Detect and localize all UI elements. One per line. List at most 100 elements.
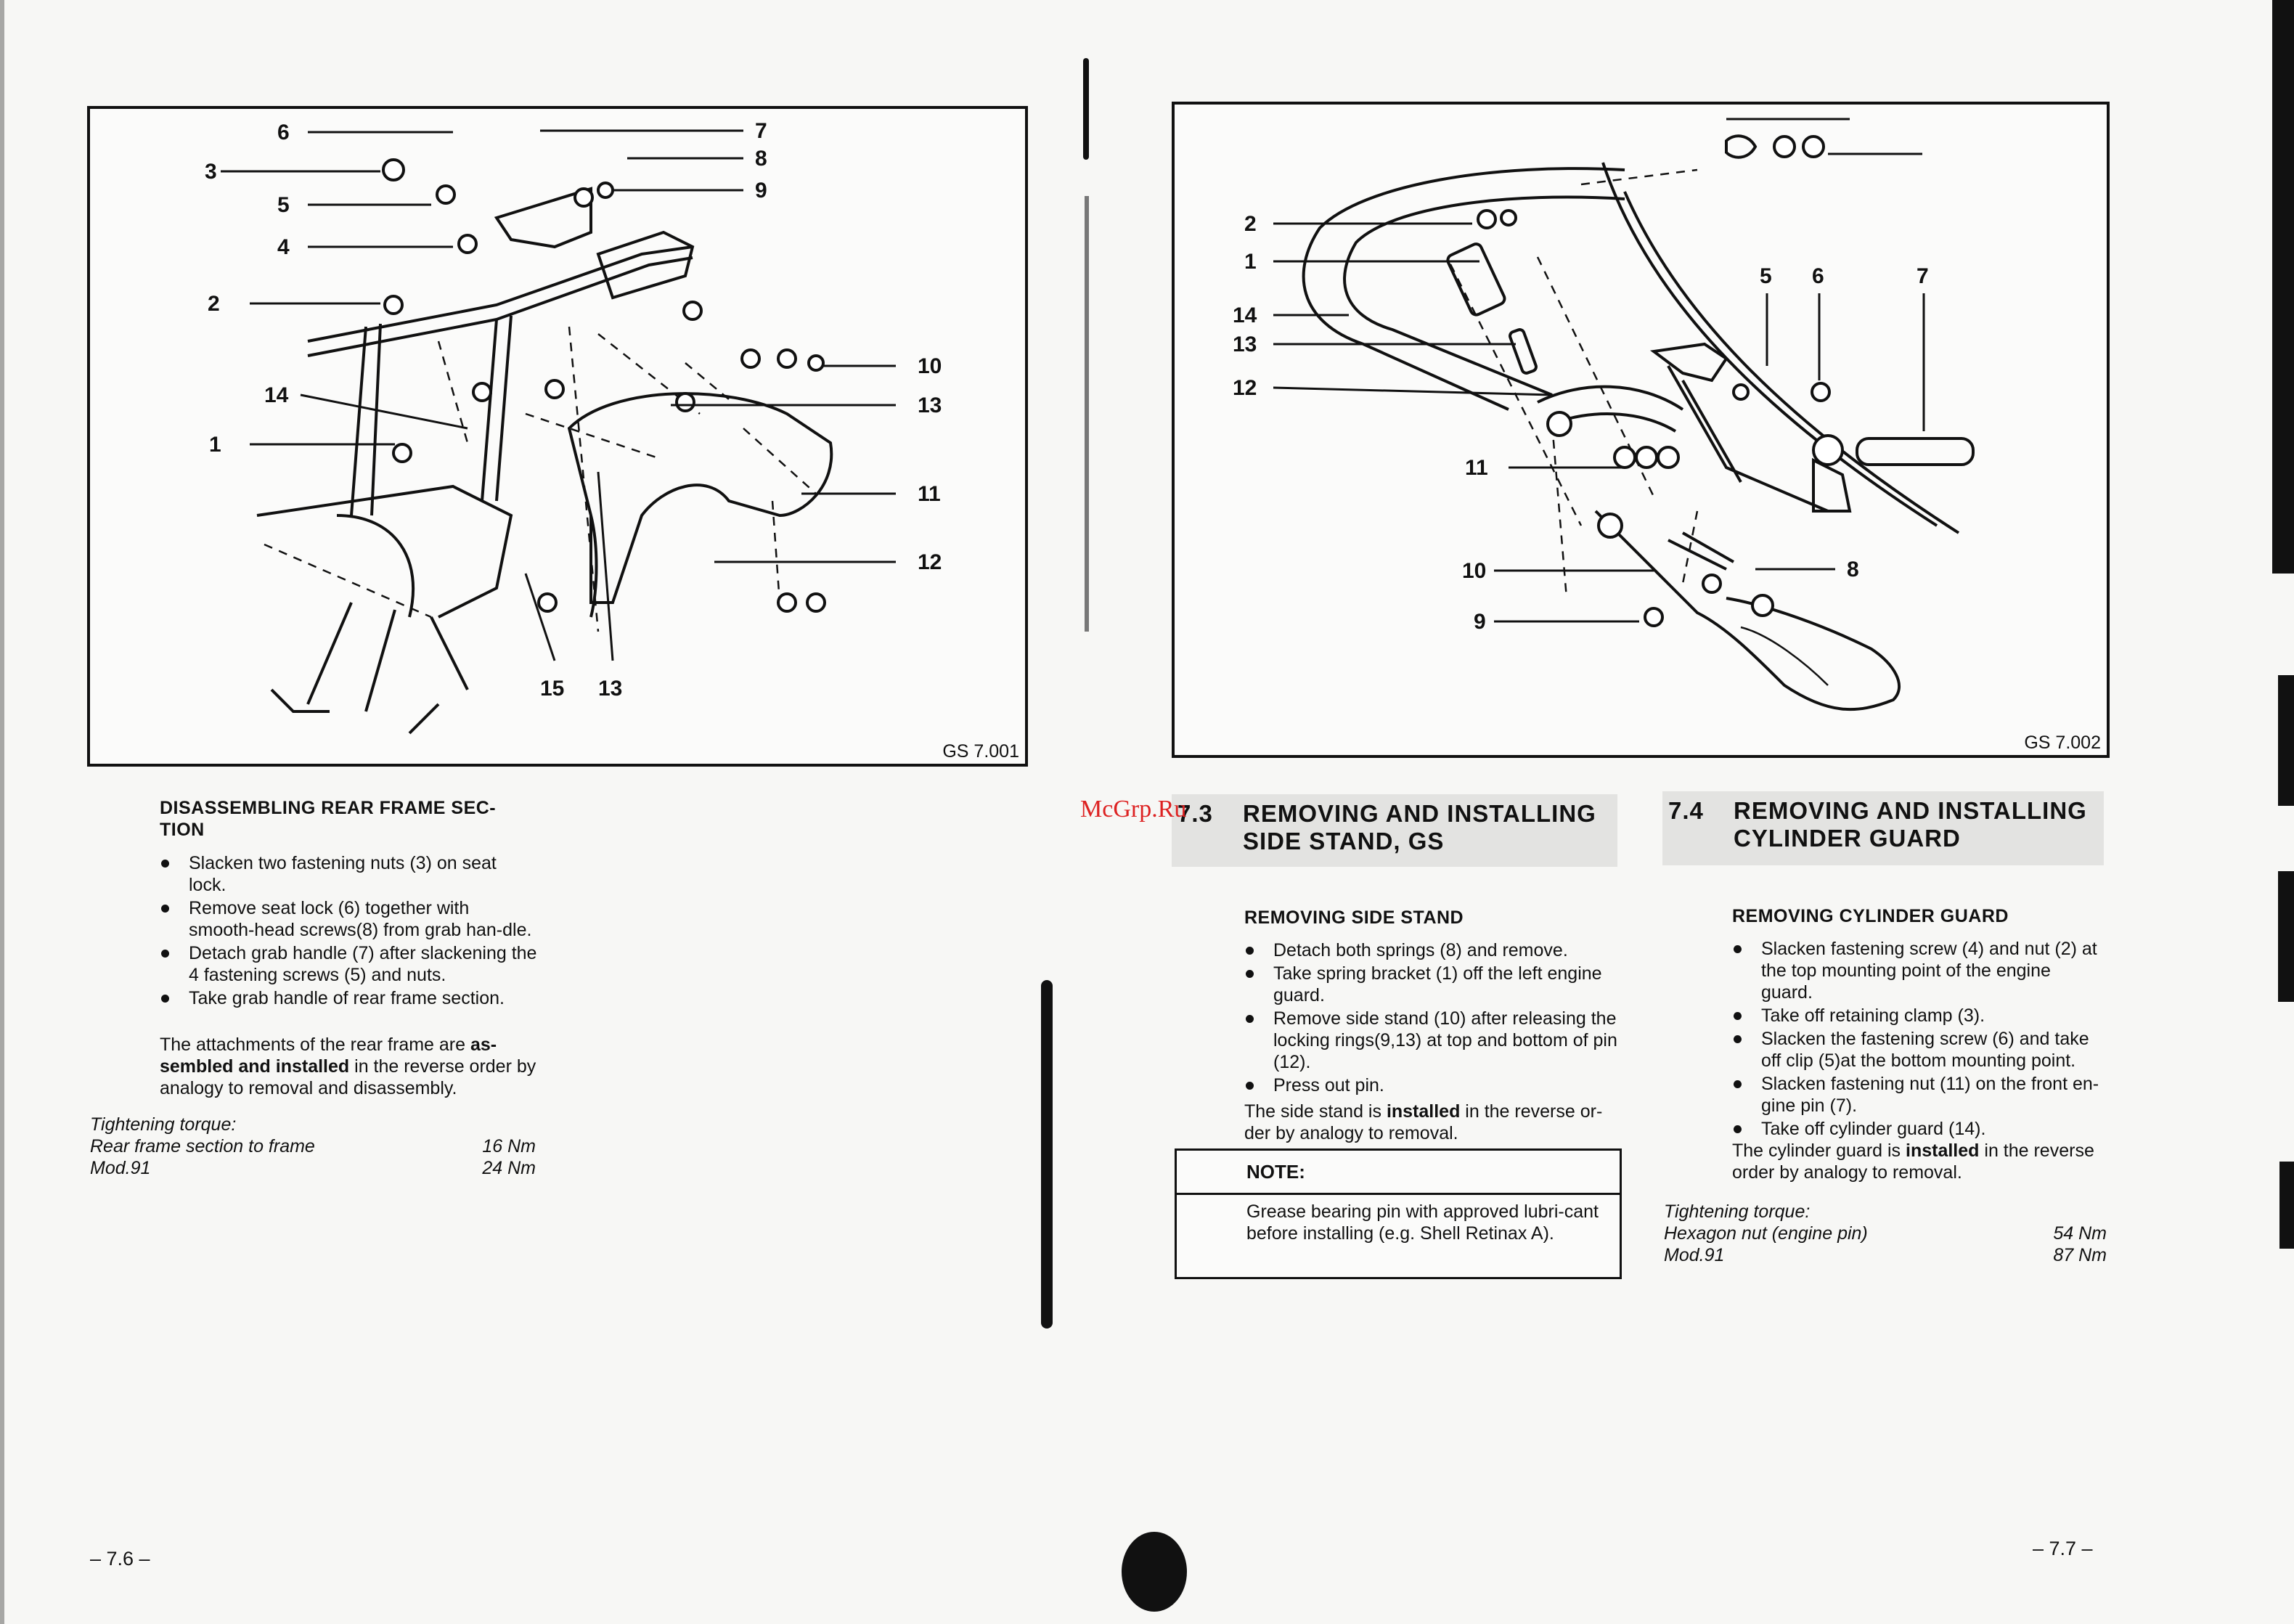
callout-12: 12	[918, 550, 942, 574]
rear-frame-assembly-paragraph: The attachments of the rear frame are as…	[160, 1035, 536, 1098]
cylinder-guard-torque-table: Tightening torque: Hexagon nut (engine p…	[1664, 1201, 2107, 1266]
callout-14: 14	[264, 383, 289, 407]
bullet-dot	[1734, 1080, 1742, 1088]
list-item: Slacken the fastening screw (6) and take…	[1732, 1028, 2107, 1072]
cylinder-guard-install-paragraph: The cylinder guard is installed in the r…	[1732, 1141, 2094, 1183]
cylinder-guard-subheading: REMOVING CYLINDER GUARD	[1732, 906, 2009, 926]
note-text: Grease bearing pin with approved lubri-c…	[1246, 1201, 1599, 1244]
figure-id: GS 7.001	[938, 741, 1024, 762]
side-stand-subheading: REMOVING SIDE STAND	[1244, 907, 1464, 928]
callout-9: 9	[1474, 610, 1486, 634]
note-label: NOTE:	[1177, 1151, 1620, 1195]
bullet-dot	[1246, 1082, 1254, 1090]
callout-5: 5	[277, 193, 290, 217]
page-number-left: – 7.6 –	[90, 1548, 150, 1570]
binding-shadow-top	[1083, 58, 1089, 160]
bullet-dot	[161, 995, 169, 1003]
callout-6: 6	[1812, 264, 1824, 288]
callout-15: 15	[540, 677, 564, 701]
section-title: REMOVING AND INSTALLING CYLINDER GUARD	[1734, 797, 2087, 852]
page-number-right: – 7.7 –	[2033, 1538, 2093, 1559]
list-item: Remove seat lock (6) together with smoot…	[160, 897, 537, 941]
callout-1: 1	[1244, 250, 1257, 274]
cylinder-guard-steps: Slacken fastening screw (4) and nut (2) …	[1732, 938, 2107, 1141]
bullet-dot	[1734, 945, 1742, 953]
binding-shadow-bottom	[1122, 1532, 1187, 1612]
callout-1: 1	[209, 433, 221, 457]
section-number: 7.4	[1668, 797, 1704, 824]
bullet-dot	[161, 905, 169, 913]
side-stand-install-paragraph: The side stand is installed in the rever…	[1244, 1101, 1603, 1143]
callout-2: 2	[1244, 212, 1257, 236]
torque-label: Tightening torque:	[90, 1114, 237, 1135]
bullet-dot	[1246, 970, 1254, 978]
section-7-4-header: 7.4 REMOVING AND INSTALLING CYLINDER GUA…	[1662, 791, 2104, 865]
side-stand-steps: Detach both springs (8) and remove. Take…	[1244, 939, 1619, 1098]
binding-shadow-middle	[1085, 196, 1089, 632]
callout-10: 10	[918, 354, 942, 378]
lubrication-note: NOTE: Grease bearing pin with approved l…	[1175, 1148, 1622, 1279]
list-item: Detach grab handle (7) after slackening …	[160, 942, 537, 986]
list-item: Take spring bracket (1) off the left eng…	[1244, 963, 1619, 1006]
callout-13-bottom: 13	[598, 677, 622, 701]
callout-4: 4	[277, 235, 290, 259]
site-watermark: McGrp.Ru	[1080, 796, 1187, 823]
callout-9: 9	[755, 179, 767, 203]
edge-mark-2	[2278, 675, 2294, 806]
edge-mark-3	[2278, 871, 2294, 1002]
rear-frame-figure: 6 3 5 4 2 14 1 7 8 9 10 13 11 12 15 13 G…	[87, 106, 1028, 767]
list-item: Slacken fastening nut (11) on the front …	[1732, 1073, 2107, 1117]
section-number: 7.3	[1177, 800, 1213, 827]
side-stand-drawing	[1302, 134, 1975, 711]
bullet-dot	[1734, 1035, 1742, 1043]
list-item: Slacken two fastening nuts (3) on seat l…	[160, 852, 537, 896]
list-item: Press out pin.	[1244, 1074, 1619, 1096]
list-item: Detach both springs (8) and remove.	[1244, 939, 1619, 961]
edge-mark-1	[2272, 0, 2294, 574]
callout-3: 3	[205, 160, 217, 184]
list-item: Take off cylinder guard (14).	[1732, 1118, 2107, 1140]
callout-11: 11	[1465, 456, 1488, 480]
callout-14: 14	[1233, 303, 1257, 327]
figure-id: GS 7.002	[2020, 733, 2105, 754]
rear-frame-exploded-view: 6 3 5 4 2 14 1 7 8 9 10 13 11 12 15 13	[205, 119, 942, 735]
binding-shadow-lower	[1041, 980, 1053, 1329]
rear-frame-heading: DISASSEMBLING REAR FRAME SEC-TION	[160, 798, 497, 840]
callout-8: 8	[1847, 558, 1859, 582]
bullet-dot	[1734, 1012, 1742, 1020]
left-edge-mark	[0, 0, 4, 1624]
list-item: Slacken fastening screw (4) and nut (2) …	[1732, 938, 2107, 1003]
callout-10: 10	[1462, 559, 1486, 583]
rear-frame-steps: Slacken two fastening nuts (3) on seat l…	[160, 852, 537, 1011]
callout-2: 2	[208, 292, 220, 316]
side-stand-figure: 2 1 14 13 12 11 10 9 8 5 6 7 GS 7.002	[1172, 102, 2110, 758]
edge-mark-4	[2279, 1162, 2294, 1249]
list-item: Remove side stand (10) after releasing t…	[1244, 1008, 1619, 1073]
side-stand-exploded-view: 2 1 14 13 12 11 10 9 8 5 6 7	[1233, 118, 1975, 711]
callout-12: 12	[1233, 376, 1257, 400]
bullet-dot	[1246, 947, 1254, 955]
table-row: Hexagon nut (engine pin)54 Nm	[1664, 1223, 2107, 1244]
bullet-dot	[161, 860, 169, 868]
callout-5: 5	[1760, 264, 1772, 288]
torque-label: Tightening torque:	[1664, 1201, 1811, 1222]
callout-6: 6	[277, 121, 290, 144]
callout-13-right: 13	[918, 393, 942, 417]
section-title: REMOVING AND INSTALLING SIDE STAND, GS	[1243, 800, 1596, 854]
rear-frame-torque-table: Tightening torque: Rear frame section to…	[90, 1114, 536, 1179]
section-7-3-header: 7.3 REMOVING AND INSTALLING SIDE STAND, …	[1172, 794, 1617, 867]
list-item: Take off retaining clamp (3).	[1732, 1005, 2107, 1027]
bullet-dot	[161, 950, 169, 958]
callout-7: 7	[1917, 264, 1929, 288]
rear-frame-drawing	[256, 158, 833, 735]
callout-8: 8	[755, 147, 767, 171]
bullet-dot	[1734, 1125, 1742, 1133]
callout-11: 11	[918, 482, 941, 506]
callout-7: 7	[755, 119, 767, 143]
list-item: Take grab handle of rear frame section.	[160, 987, 537, 1009]
callout-13: 13	[1233, 332, 1257, 356]
bullet-dot	[1246, 1015, 1254, 1023]
